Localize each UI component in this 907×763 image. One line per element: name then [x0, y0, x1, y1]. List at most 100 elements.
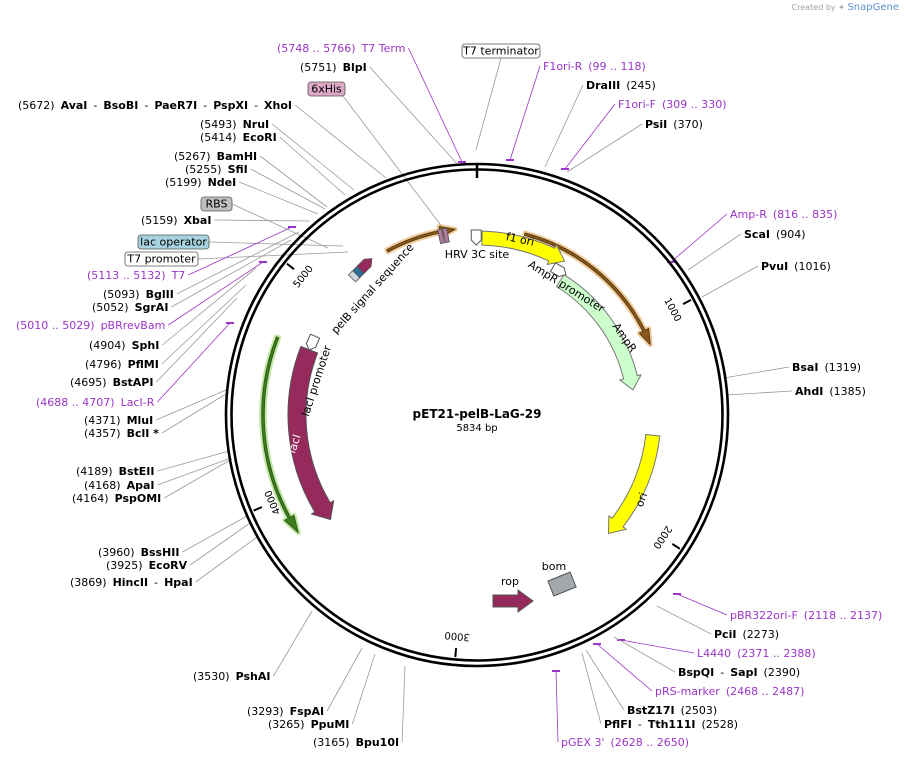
site-position: (3165): [313, 736, 350, 749]
tick-label: 3000: [444, 629, 470, 642]
leader-line: [401, 665, 406, 743]
leader-line: [564, 103, 616, 170]
site-separator: -: [154, 576, 158, 589]
tick-mark: [286, 262, 295, 270]
primer-text: T7 Term: [361, 42, 406, 55]
site-label-bglii: (5093)BglII: [103, 288, 174, 301]
leader-line-6xhis: [342, 95, 444, 229]
primer-text: (2468 .. 2487): [726, 685, 805, 698]
enzyme-name: BssHII: [141, 546, 180, 559]
feature-label-f1-ori: f1 ori: [505, 230, 536, 249]
leader-line: [188, 226, 293, 276]
site-position: (5255): [185, 163, 222, 176]
site-separator: -: [144, 99, 148, 112]
primer-text: (99 .. 118): [588, 60, 646, 73]
site-label-4688-4707-laci-r: (4688 .. 4707)LacI-R: [36, 396, 155, 409]
enzyme-name: Tth111I: [648, 718, 696, 731]
site-label-ecorv: (3925)EcoRV: [106, 559, 188, 572]
enzyme-name: EcoRI: [243, 131, 277, 144]
enzyme-name: BclI *: [127, 427, 160, 440]
site-position: (3925): [106, 559, 143, 572]
primer-text: (2628 .. 2650): [611, 736, 690, 749]
leader-line: [585, 649, 625, 711]
site-position: (3960): [98, 546, 135, 559]
leader-line: [369, 66, 460, 167]
6xhis-glyph: [437, 227, 450, 245]
site-position: (904): [776, 228, 806, 241]
boxed-label-t7-promoter-frame: [124, 251, 199, 267]
leader-line: [182, 515, 248, 553]
site-position: (5672): [18, 99, 55, 112]
enzyme-name: PspOMI: [115, 492, 162, 505]
leader-line: [620, 639, 695, 654]
leader-line: [701, 265, 759, 298]
primer-text: (309 .. 330): [662, 98, 727, 111]
boxed-label-lac-operator: lac operator: [140, 236, 207, 249]
site-label-blpi: (5751)BlpI: [300, 61, 367, 74]
site-separator: -: [638, 718, 642, 731]
primer-text: (5748 .. 5766): [277, 42, 356, 55]
leader-line: [687, 233, 742, 271]
leader-line: [195, 536, 258, 583]
leader-line: [326, 647, 363, 712]
leader-line: [723, 366, 790, 379]
leader-line: [408, 47, 463, 163]
site-position: (4695): [70, 376, 107, 389]
feature-label-ori: ori: [633, 491, 650, 509]
enzyme-name: MluI: [127, 414, 154, 427]
pelb-signal-arrow: [356, 258, 373, 274]
leader-line: [670, 213, 728, 263]
site-position: (4904): [89, 339, 126, 352]
leader-line: [566, 123, 643, 173]
primer-text: (2118 .. 2137): [804, 609, 883, 622]
site-separator: -: [720, 666, 724, 679]
site-label-pgex-3-2628-2650: pGEX 3'(2628 .. 2650): [561, 736, 689, 749]
snapgene-branding: Created by ✦ SnapGene: [791, 2, 899, 13]
primer-text: (5010 .. 5029): [16, 319, 95, 332]
hrv-3c-site-arrow: [470, 229, 482, 246]
site-label-pvui: PvuI(1016): [761, 260, 831, 273]
enzyme-name: BsoBI: [103, 99, 138, 112]
leader-line: [168, 261, 264, 326]
enzyme-name: PsiI: [645, 118, 667, 131]
feature-label-laci: lacI: [285, 433, 303, 455]
site-position: (3869): [70, 576, 107, 589]
leader-line: [214, 219, 311, 222]
enzyme-name: AhdI: [795, 385, 823, 398]
site-position: (5052): [92, 301, 129, 314]
tick-label: 5000: [292, 264, 316, 291]
site-position: (3530): [193, 670, 230, 683]
site-label-mlui: (4371)MluI: [84, 414, 153, 427]
primer-text: LacI-R: [121, 396, 155, 409]
enzyme-name: BlpI: [343, 61, 367, 74]
site-position: (2528): [701, 718, 738, 731]
site-position: (2390): [764, 666, 801, 679]
primer-text: F1ori-F: [618, 98, 656, 111]
site-label-5748-5766-t7-term: (5748 .. 5766) T7 Term: [277, 42, 405, 55]
leader-line: [271, 123, 355, 191]
site-position: (5093): [103, 288, 140, 301]
enzyme-name: BstEII: [119, 465, 155, 478]
enzyme-name: NdeI: [208, 176, 237, 189]
leader-line: [156, 297, 238, 383]
enzyme-name: DraIII: [586, 79, 620, 92]
primer-text: F1ori-R: [543, 60, 583, 73]
site-position: (4357): [84, 427, 121, 440]
snapgene-logo-icon: ✦: [838, 3, 845, 12]
site-position: (5159): [141, 214, 178, 227]
site-label-xbai: (5159)XbaI: [141, 214, 211, 227]
leader-line: [157, 322, 231, 403]
feature-label-hrv-3c-site: HRV 3C site: [445, 248, 510, 261]
site-separator: -: [203, 99, 207, 112]
site-position: (2503): [681, 704, 718, 717]
boxed-label-t7-terminator: T7 terminator: [462, 45, 539, 58]
site-label-bspqi-sapi: BspQI-SapI(2390): [678, 666, 800, 679]
enzyme-name: HincII: [113, 576, 149, 589]
feature-label-rop: rop: [501, 575, 519, 588]
site-label-bpu10i: (3165)Bpu10I: [313, 736, 399, 749]
enzyme-name: BsaI: [792, 361, 818, 374]
site-label-hincii-hpai: (3869)HincII-HpaI: [70, 576, 193, 589]
leader-line: [725, 390, 793, 396]
site-position: (4168): [84, 479, 121, 492]
